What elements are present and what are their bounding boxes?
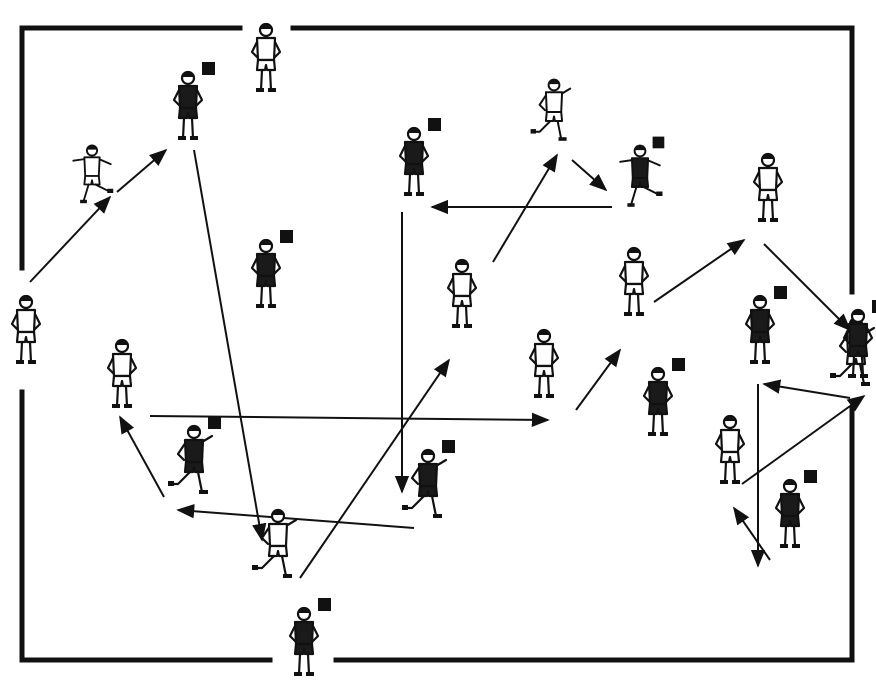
light-team-player	[108, 340, 136, 409]
light-team-player	[252, 24, 280, 93]
dark-team-player	[252, 230, 293, 308]
team-marker-square	[280, 230, 293, 243]
players	[12, 24, 876, 677]
pass-arrows	[30, 150, 864, 578]
pass-arrow	[734, 508, 770, 560]
team-marker-square	[872, 300, 876, 313]
pass-arrow	[493, 155, 557, 262]
pass-arrow	[654, 240, 744, 302]
dark-team-player	[168, 416, 221, 494]
dark-team-player	[746, 286, 787, 364]
team-marker-square	[774, 286, 787, 299]
light-team-player	[716, 416, 744, 485]
light-team-player	[448, 260, 476, 329]
team-marker-square	[202, 62, 215, 75]
light-team-player	[73, 145, 113, 203]
pass-arrow	[742, 396, 864, 484]
dark-team-player	[776, 470, 817, 548]
light-team-player	[620, 248, 648, 317]
light-team-player	[12, 296, 40, 365]
team-marker-square	[208, 416, 221, 429]
pass-arrow	[120, 417, 164, 497]
dark-team-player	[290, 598, 331, 676]
dark-team-player	[620, 137, 664, 207]
team-marker-square	[653, 137, 665, 149]
pass-arrow	[194, 150, 262, 540]
dark-team-player	[644, 358, 685, 436]
team-marker-square	[804, 470, 817, 483]
dark-team-player	[174, 62, 215, 140]
light-team-player	[754, 154, 782, 223]
dark-team-player	[402, 440, 455, 518]
pass-arrow	[764, 384, 850, 398]
light-team-player	[530, 330, 558, 399]
light-team-player	[531, 79, 571, 141]
pass-arrow	[30, 197, 110, 282]
team-marker-square	[318, 598, 331, 611]
pass-arrow	[576, 350, 620, 410]
pass-arrow	[117, 150, 166, 192]
team-marker-square	[428, 118, 441, 131]
team-marker-square	[672, 358, 685, 371]
pass-arrow	[572, 160, 606, 190]
dark-team-player	[400, 118, 441, 196]
team-marker-square	[442, 440, 455, 453]
